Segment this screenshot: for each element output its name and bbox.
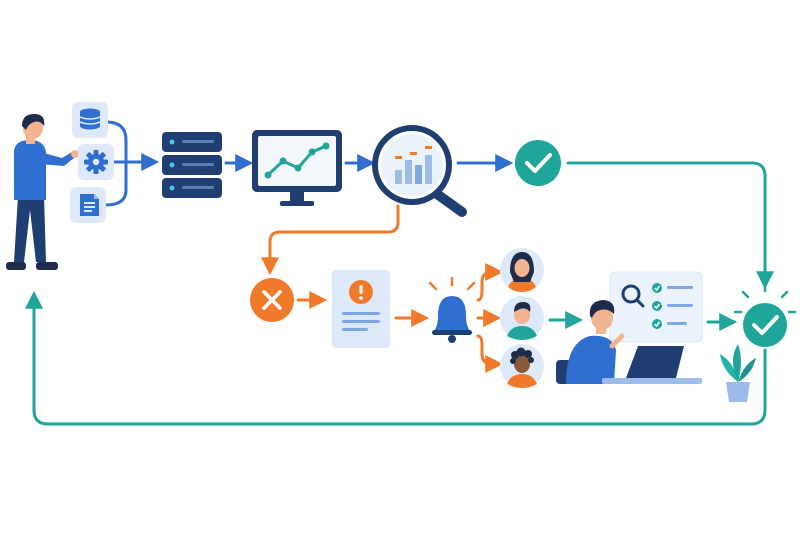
connector-bell-to-member-3 [476,334,504,373]
connectors [25,120,774,426]
connector-return-loop [25,290,767,426]
person-pointing-icon [6,114,79,270]
server-rack-icon [162,132,222,198]
magnifier-bar-chart-icon [372,125,467,217]
database-icon [72,102,108,138]
connector-sources-to-server [104,120,128,207]
connector-success-to-resolved [566,161,774,290]
check-circle-icon [515,140,561,186]
x-circle-icon [250,278,294,322]
alert-document-icon [332,270,390,348]
check-circle-glow-icon [733,282,797,347]
woman-avatar-icon [500,248,544,292]
checklist-panel-icon [609,271,703,343]
person-at-laptop-icon [556,300,702,384]
man-avatar-icon [500,296,544,340]
document-icon [70,187,106,223]
connector-analysis-to-failure [261,204,400,276]
line-chart-monitor-icon [252,130,342,206]
bell-icon [428,276,476,343]
connector-bell-to-member-1 [476,263,504,302]
curly-hair-avatar-icon [500,344,544,388]
plant-icon [720,344,756,402]
gear-icon [78,144,114,180]
